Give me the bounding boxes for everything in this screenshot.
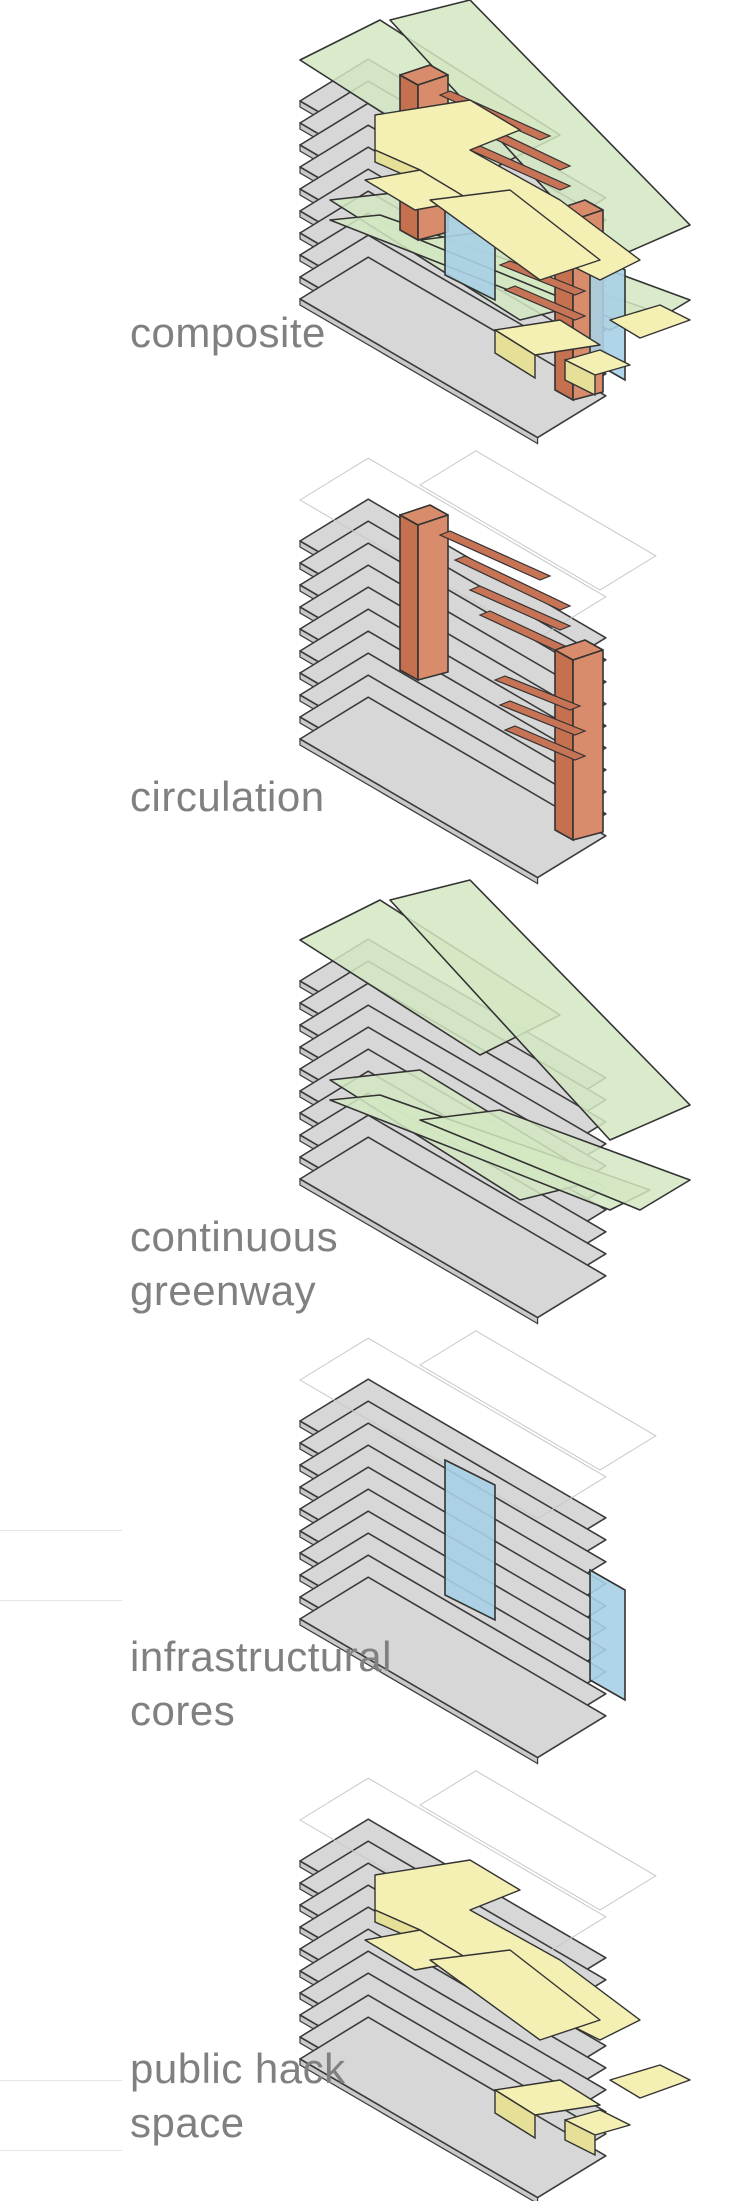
label-line-2: greenway bbox=[130, 1267, 317, 1314]
panel-composite: composite bbox=[0, 0, 742, 445]
panel-label: infrastructural cores bbox=[130, 1630, 392, 1738]
hack-volume-side bbox=[564, 2118, 596, 2157]
hack-volume-top bbox=[429, 189, 601, 281]
panel-label: public hack space bbox=[130, 2042, 346, 2150]
panel-hack-space: public hack space bbox=[0, 1760, 742, 2201]
margin-line bbox=[0, 1600, 122, 1601]
ramp bbox=[498, 700, 587, 736]
hack-volume-side bbox=[564, 358, 596, 397]
floor-slab bbox=[299, 256, 607, 439]
stair-tower-side bbox=[399, 513, 419, 682]
service-core bbox=[444, 1458, 496, 1622]
hack-space-diagram bbox=[299, 1770, 691, 2201]
circulation-diagram bbox=[299, 450, 657, 885]
ghost-outline bbox=[299, 457, 607, 640]
panel-label: continuous greenway bbox=[130, 1210, 338, 1318]
label-line-2: space bbox=[130, 2099, 245, 2146]
ramp bbox=[468, 585, 572, 631]
hack-volume-top bbox=[429, 1949, 601, 2041]
green-roof-plane bbox=[389, 879, 691, 1141]
ramp bbox=[453, 555, 572, 611]
panel-label: composite bbox=[130, 306, 326, 360]
hack-space-layer bbox=[364, 99, 691, 397]
ramp bbox=[503, 285, 587, 321]
cores-layer bbox=[444, 1458, 626, 1702]
label-line-1: continuous bbox=[130, 1213, 339, 1260]
ramp bbox=[503, 725, 587, 761]
stair-tower-front bbox=[417, 514, 449, 681]
margin-line bbox=[0, 1530, 122, 1531]
floor-slab bbox=[299, 2016, 607, 2199]
floor-slabs bbox=[299, 450, 657, 885]
label-line-1: public hack bbox=[130, 2045, 346, 2092]
floor-slab bbox=[299, 696, 607, 879]
ghost-outline bbox=[419, 1330, 657, 1471]
label-line-1: infrastructural bbox=[130, 1633, 392, 1680]
hack-volume-top bbox=[609, 304, 691, 339]
greenway-diagram bbox=[299, 879, 691, 1325]
label-line-1: composite bbox=[130, 309, 326, 356]
circulation-layer bbox=[399, 504, 604, 842]
panel-label: circulation bbox=[130, 770, 325, 824]
margin-line bbox=[0, 2150, 122, 2151]
cores-diagram bbox=[299, 1330, 657, 1765]
label-line-1: circulation bbox=[130, 773, 325, 820]
panel-circulation: circulation bbox=[0, 440, 742, 885]
ghost-outline bbox=[419, 1770, 657, 1911]
hack-volume-top bbox=[609, 2064, 691, 2099]
margin-line bbox=[0, 2080, 122, 2081]
stair-tower-front bbox=[572, 649, 604, 841]
ramp bbox=[438, 530, 552, 581]
hack-space-layer bbox=[364, 1859, 691, 2157]
ghost-outline bbox=[419, 450, 657, 591]
service-core bbox=[589, 1568, 626, 1702]
hack-volume-side bbox=[494, 328, 536, 380]
hack-volume-side bbox=[494, 2088, 536, 2140]
ramp bbox=[478, 610, 567, 651]
greenway-layer bbox=[299, 879, 691, 1211]
panel-greenway: continuous greenway bbox=[0, 879, 742, 1325]
composite-diagram bbox=[299, 0, 691, 445]
panel-cores: infrastructural cores bbox=[0, 1320, 742, 1765]
floor-slab bbox=[299, 1136, 607, 1319]
ramp bbox=[493, 675, 582, 711]
label-line-2: cores bbox=[130, 1687, 236, 1734]
floor-slab bbox=[299, 1576, 607, 1759]
green-ramp-plane bbox=[419, 1109, 691, 1211]
